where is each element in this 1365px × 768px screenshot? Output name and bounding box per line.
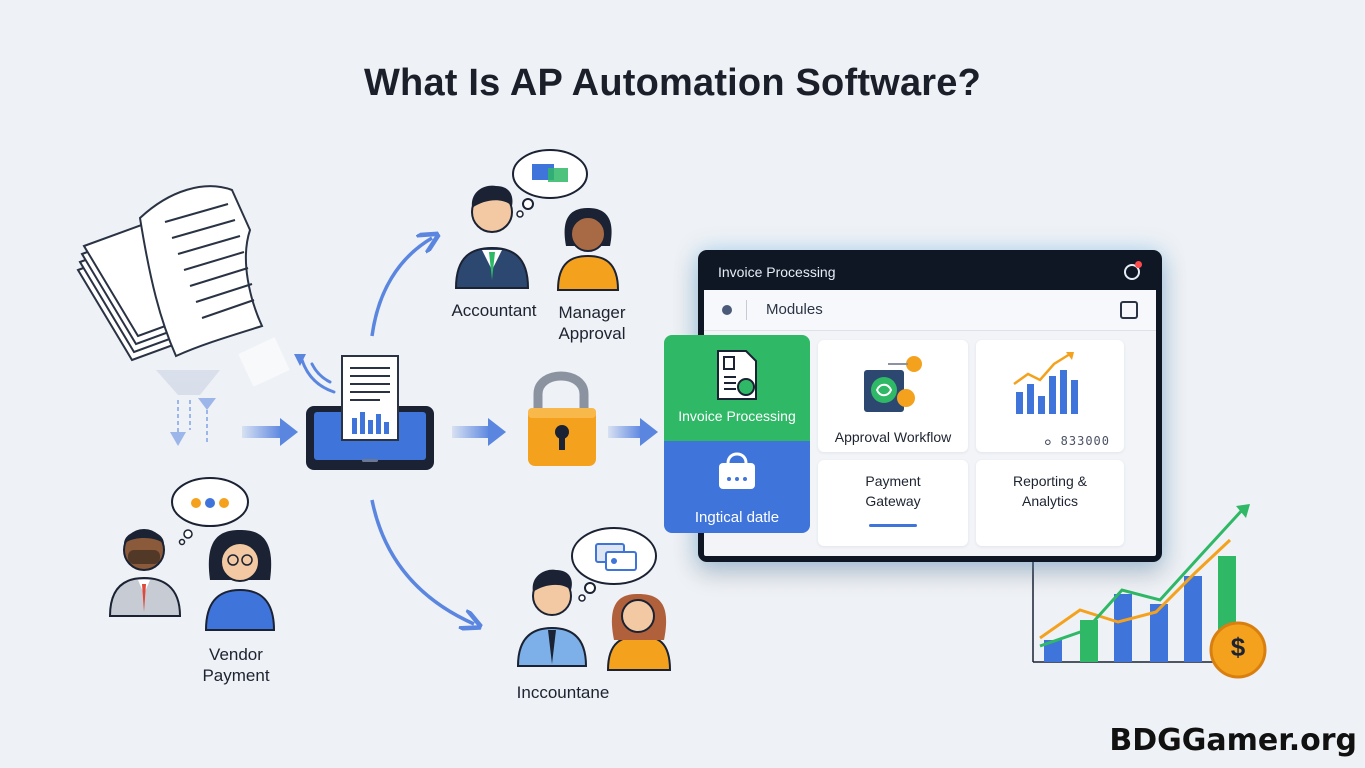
vendor-label-line2: Payment — [202, 666, 270, 685]
funnel-icon — [156, 370, 220, 446]
watermark: BDGGamer.org — [1109, 723, 1357, 758]
accountant-avatar — [454, 185, 530, 289]
page-title: What Is AP Automation Software? — [363, 62, 982, 104]
growth-chart-icon — [1032, 504, 1267, 679]
notification-dot-icon — [1135, 261, 1142, 268]
thought-bubble-icon — [571, 527, 657, 602]
vendor-woman-avatar — [204, 530, 276, 631]
invoice-processing-card-label: Invoice Processing — [678, 408, 796, 424]
reporting-label-line1: Reporting & — [1013, 473, 1087, 489]
bar-chart-icon — [1013, 352, 1078, 414]
invoice-stack-icon — [76, 185, 264, 362]
flow-arrow-1 — [242, 418, 298, 446]
manager-avatar — [556, 208, 620, 291]
dollar-coin-icon: $ — [1230, 632, 1246, 662]
flow-arrow-3 — [608, 418, 658, 446]
modules-label: Modules — [766, 301, 823, 318]
payment-gateway-card[interactable]: Payment Gateway — [818, 460, 968, 546]
lock-icon — [528, 371, 596, 466]
thought-bubble-icon — [512, 149, 588, 218]
approval-workflow-icon — [864, 356, 922, 412]
digital-data-card[interactable]: Ingtical datle — [664, 441, 810, 533]
approval-workflow-card[interactable]: Approval Workflow — [818, 340, 968, 452]
signal-icon — [294, 354, 336, 394]
invoice-processing-card[interactable]: Invoice Processing — [664, 335, 810, 441]
digital-data-card-label: Ingtical datle — [694, 509, 780, 526]
invoice-document-icon — [717, 350, 757, 400]
flow-arrow-2 — [452, 418, 506, 446]
analytics-summary-card[interactable]: ๐ 833000 — [976, 340, 1124, 452]
modules-bar: Modules — [704, 290, 1156, 331]
approval-workflow-label: Approval Workflow — [834, 429, 952, 445]
window-title: Invoice Processing — [718, 264, 836, 280]
shopping-bag-icon — [719, 452, 755, 489]
curved-arrow-up — [370, 238, 432, 337]
vendor-man-avatar — [108, 529, 182, 617]
curved-arrow-down — [370, 499, 474, 624]
bottom-group-label: Inccountane — [516, 683, 610, 702]
payment-gateway-label-line2: Gateway — [865, 493, 921, 509]
refresh-icon[interactable] — [1124, 264, 1140, 280]
bottom-woman-avatar — [606, 594, 672, 671]
accountant-label: Accountant — [451, 301, 537, 320]
menu-dot-icon[interactable] — [722, 305, 732, 315]
reporting-analytics-card[interactable]: Reporting & Analytics — [976, 460, 1124, 546]
chart-card-value: ๐ 833000 — [1044, 434, 1110, 448]
payment-gateway-label-line1: Payment — [865, 473, 921, 489]
manager-label-line2: Approval — [558, 324, 626, 343]
divider — [746, 300, 747, 320]
tablet-icon — [306, 355, 434, 470]
chat-bubble-icon — [171, 477, 249, 546]
vendor-label-line1: Vendor — [209, 645, 263, 664]
bottom-man-avatar — [516, 569, 588, 667]
export-icon[interactable] — [1120, 301, 1138, 319]
progress-underline — [869, 524, 917, 527]
manager-label-line1: Manager — [558, 303, 626, 322]
reporting-label-line2: Analytics — [1021, 493, 1079, 509]
